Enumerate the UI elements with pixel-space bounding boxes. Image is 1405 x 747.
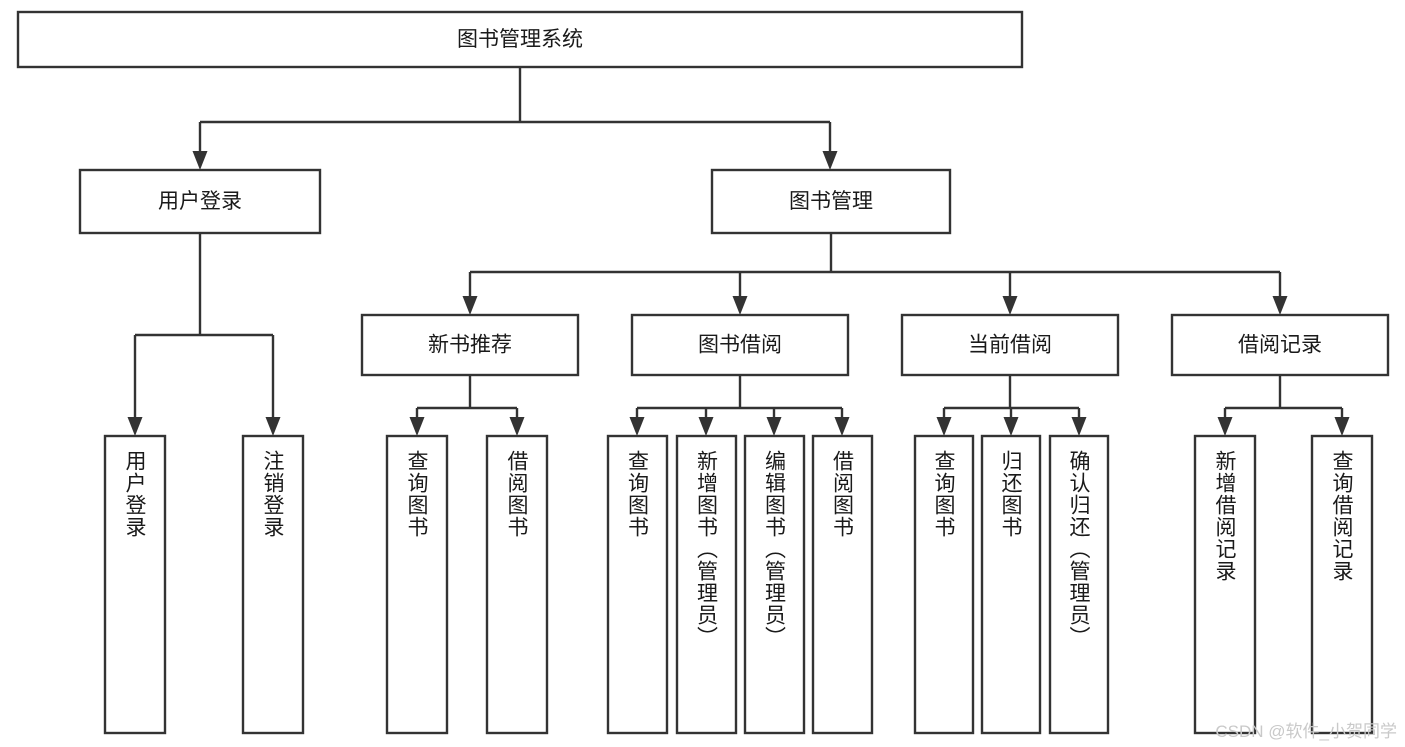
node-leaf-query-book-3[interactable] — [913, 434, 975, 735]
arrow-head-icon — [265, 417, 281, 436]
node-leaf-add-record[interactable] — [1193, 434, 1257, 735]
node-user-login[interactable] — [78, 168, 322, 235]
arrow-head-icon — [1272, 296, 1288, 315]
arrow-head-icon — [1003, 417, 1019, 436]
node-leaf-query-book-2[interactable] — [606, 434, 669, 735]
arrow-head-icon — [1217, 417, 1233, 436]
arrow-head-icon — [1002, 296, 1018, 315]
node-book-manage[interactable] — [710, 168, 952, 235]
node-root[interactable] — [16, 10, 1024, 69]
arrow-head-icon — [766, 417, 782, 436]
node-leaf-borrow-book-1[interactable] — [485, 434, 549, 735]
node-leaf-return-book[interactable] — [980, 434, 1042, 735]
node-current-borrow[interactable] — [900, 313, 1120, 377]
csdn-watermark: CSDN @软件_小贺同学 — [1215, 722, 1397, 741]
arrow-head-icon — [698, 417, 714, 436]
node-leaf-query-book-1[interactable] — [385, 434, 449, 735]
connector-layer — [127, 67, 1350, 436]
node-leaf-logout[interactable] — [241, 434, 305, 735]
node-book-borrow[interactable] — [630, 313, 850, 377]
arrow-head-icon — [1334, 417, 1350, 436]
arrow-head-icon — [409, 417, 425, 436]
node-borrow-record-label: 借阅记录 — [1238, 334, 1322, 357]
node-leaf-add-book[interactable] — [675, 434, 738, 735]
node-new-book-rec-label: 新书推荐 — [428, 334, 512, 357]
arrow-head-icon — [629, 417, 645, 436]
arrow-head-icon — [462, 296, 478, 315]
arrow-head-icon — [509, 417, 525, 436]
node-leaf-query-record[interactable] — [1310, 434, 1374, 735]
node-leaf-confirm-return[interactable] — [1048, 434, 1110, 735]
arrow-head-icon — [1071, 417, 1087, 436]
node-new-book-rec[interactable] — [360, 313, 580, 377]
arrow-head-icon — [936, 417, 952, 436]
arrow-head-icon — [127, 417, 143, 436]
node-leaf-user-login[interactable] — [103, 434, 167, 735]
node-user-login-label: 用户登录 — [158, 190, 242, 213]
node-box-layer — [16, 10, 1390, 735]
node-root-label: 图书管理系统 — [457, 28, 583, 51]
node-current-borrow-label: 当前借阅 — [968, 334, 1052, 357]
arrow-head-icon — [822, 151, 838, 170]
node-borrow-record[interactable] — [1170, 313, 1390, 377]
arrow-head-icon — [192, 151, 208, 170]
node-leaf-borrow-book-2[interactable] — [811, 434, 874, 735]
arrow-head-icon — [834, 417, 850, 436]
node-leaf-edit-book[interactable] — [743, 434, 806, 735]
node-book-borrow-label: 图书借阅 — [698, 334, 782, 357]
node-book-manage-label: 图书管理 — [789, 190, 873, 213]
arrow-head-icon — [732, 296, 748, 315]
